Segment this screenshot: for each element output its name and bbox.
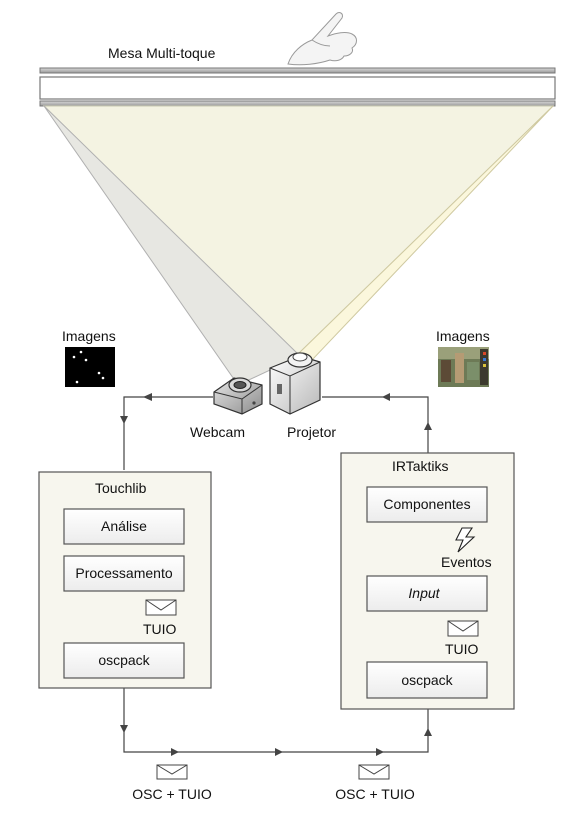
events-label: Eventos — [441, 554, 492, 570]
blob-image-icon — [65, 347, 115, 387]
camera-view-cone — [43, 105, 301, 386]
touchlib-tuio-label: TUIO — [143, 621, 177, 637]
irtaktiks-oscpack-box — [366, 661, 488, 699]
irtaktiks-tuio-label: TUIO — [445, 641, 479, 657]
multitouch-table — [39, 67, 556, 107]
projector-label: Projetor — [287, 424, 336, 440]
input-label: Input — [408, 585, 440, 601]
images-left-label: Imagens — [62, 328, 116, 344]
projector-icon — [269, 352, 321, 415]
analysis-box — [63, 508, 185, 545]
touchlib-title: Touchlib — [95, 480, 147, 496]
components-box — [366, 486, 488, 523]
webcam-label: Webcam — [190, 424, 245, 440]
pointing-hand-icon — [287, 12, 357, 66]
touchlib-oscpack-label: oscpack — [98, 652, 150, 668]
images-right-label: Imagens — [436, 328, 490, 344]
bottom-right-label: OSC + TUIO — [335, 786, 415, 802]
envelope-icon — [156, 764, 188, 780]
irtaktiks-title: IRTaktiks — [392, 458, 449, 474]
webcam-icon — [213, 377, 263, 415]
irtaktiks-oscpack-label: oscpack — [401, 672, 453, 688]
envelope-icon — [447, 620, 479, 637]
projection-cone — [42, 105, 555, 357]
input-box — [366, 575, 488, 612]
processing-label: Processamento — [75, 565, 172, 581]
game-image-icon — [438, 347, 489, 387]
table-label: Mesa Multi-toque — [108, 45, 216, 61]
processing-box — [63, 555, 185, 592]
bottom-left-label: OSC + TUIO — [132, 786, 212, 802]
components-label: Componentes — [383, 496, 470, 512]
envelope-icon — [358, 764, 390, 780]
lightning-icon — [455, 527, 476, 553]
analysis-label: Análise — [101, 518, 147, 534]
envelope-icon — [145, 599, 177, 616]
touchlib-oscpack-box — [63, 642, 185, 679]
